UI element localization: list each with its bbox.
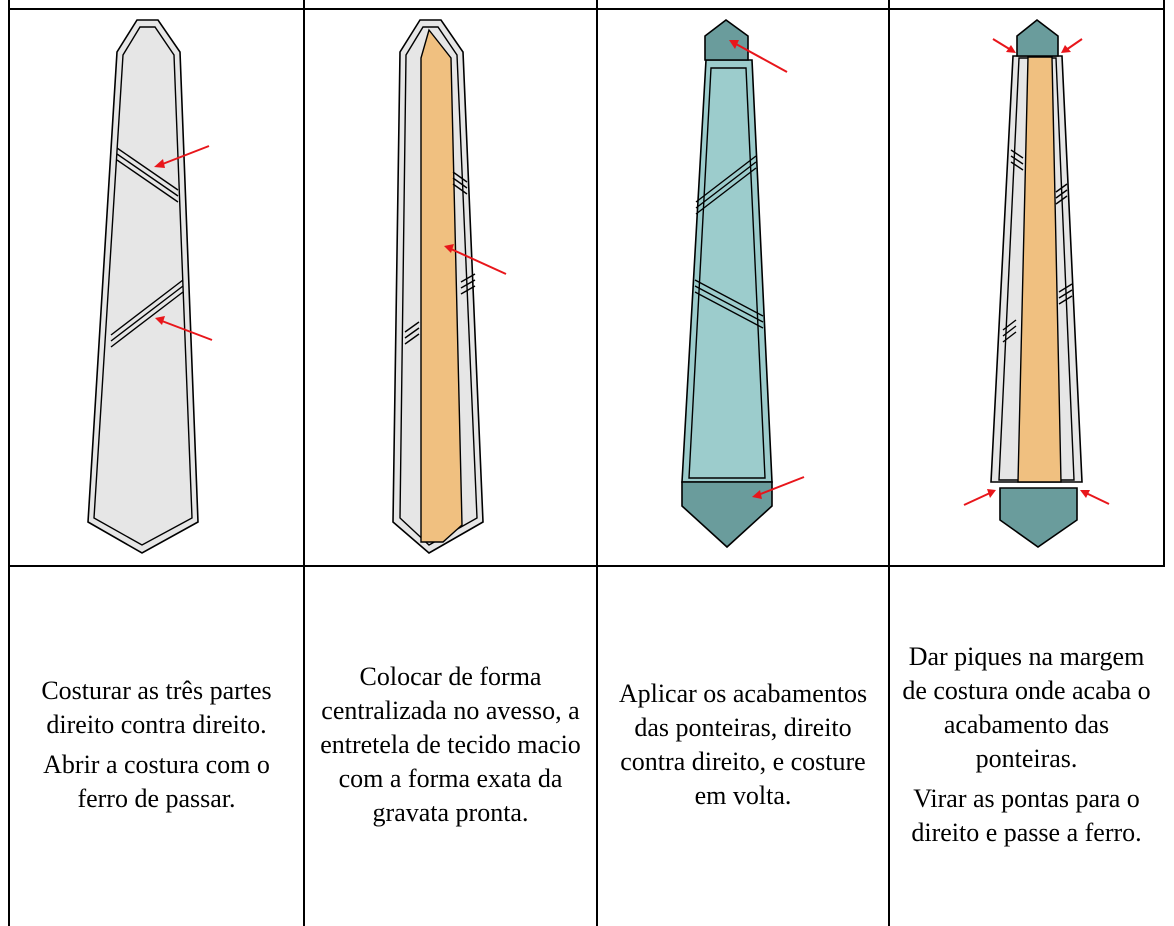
- instruction-step-4: Dar piques na margem de costura onde aca…: [890, 567, 1163, 922]
- arrow-bottom-tip: [752, 476, 805, 499]
- arrow-clip-top-left: [992, 38, 1016, 53]
- tie-with-interfacing: [392, 19, 507, 554]
- arrow-clip-bottom-left: [963, 489, 996, 506]
- arrow-seam-2: [155, 316, 213, 341]
- instruction-step-1: Costurar as três partes direito contra d…: [10, 567, 303, 922]
- step-4-line-1: Dar piques na margem de costura onde aca…: [902, 641, 1151, 773]
- arrow-clip-top-right: [1061, 38, 1083, 53]
- step-3-line-1: Aplicar os acabamentos das ponteiras, di…: [618, 678, 868, 810]
- arrow-seam-1: [154, 145, 210, 168]
- tie-with-tip-linings: [681, 19, 805, 549]
- illustration-step-1: [10, 10, 303, 565]
- illustration-step-2: [305, 10, 596, 565]
- table-border-right: [1163, 0, 1165, 566]
- table-border-left: [8, 0, 10, 926]
- instruction-step-2: Colocar de forma centralizada no avesso,…: [305, 567, 596, 922]
- tie-three-parts-sewn: [87, 19, 213, 554]
- instruction-step-3: Aplicar os acabamentos das ponteiras, di…: [598, 567, 888, 922]
- arrow-clip-bottom-right: [1080, 490, 1110, 505]
- table-border-top: [8, 8, 1165, 10]
- table-divider-2: [596, 0, 598, 926]
- arrow-interfacing: [444, 244, 507, 275]
- arrow-top-tip: [729, 40, 788, 73]
- step-1-line-1: Costurar as três partes direito contra d…: [41, 675, 272, 739]
- table-divider-1: [303, 0, 305, 926]
- tie-clipped-and-turned: [963, 18, 1110, 548]
- step-2-line-1: Colocar de forma centralizada no avesso,…: [320, 661, 581, 827]
- step-1-line-2: Abrir a costura com o ferro de passar.: [43, 749, 270, 813]
- table-divider-3: [888, 0, 890, 926]
- illustration-step-4: [890, 10, 1163, 565]
- illustration-step-3: [598, 10, 888, 565]
- table-row-divider: [8, 565, 1165, 567]
- step-4-line-2: Virar as pontas para o direito e passe a…: [911, 783, 1142, 847]
